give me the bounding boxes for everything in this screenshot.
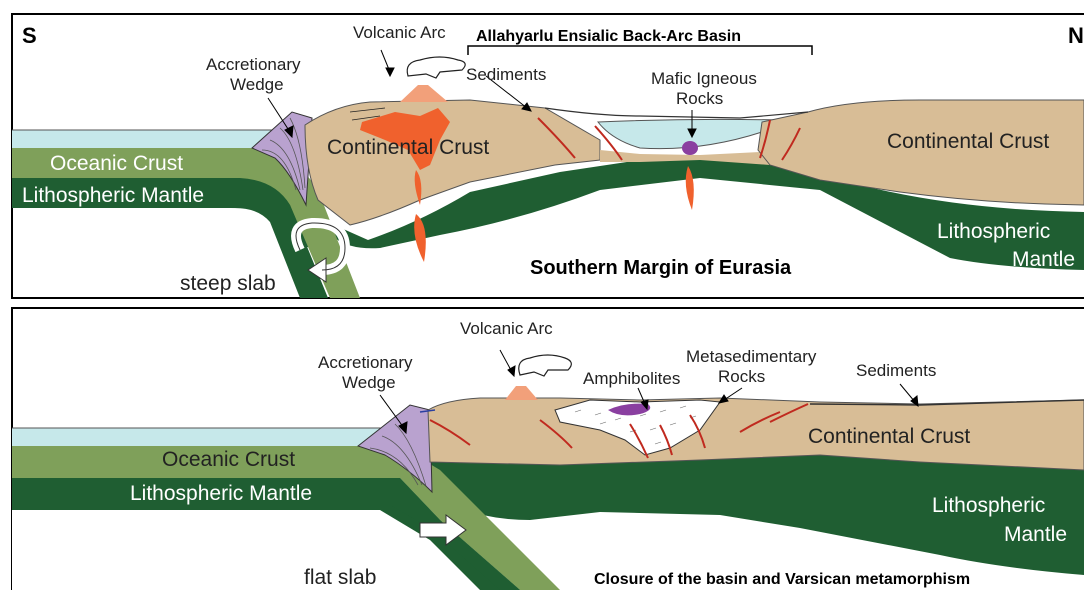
label-basin-title: Allahyarlu Ensialic Back-Arc Basin (476, 28, 741, 45)
label-sediments-bottom: Sediments (856, 361, 936, 380)
label-mafic-1: Mafic Igneous (651, 69, 757, 88)
label-mafic-2: Rocks (676, 89, 723, 108)
caption-bottom: Closure of the basin and Varsican metamo… (594, 571, 970, 588)
label-mantle-left-bottom: Lithospheric Mantle (130, 482, 312, 505)
label-volcanic-arc-bottom: Volcanic Arc (460, 319, 553, 338)
label-volcanic-arc-top: Volcanic Arc (353, 23, 446, 42)
label-accretionary-top-1: Accretionary (206, 55, 301, 74)
ocean-left-bottom (12, 428, 400, 446)
mafic-rocks-top (682, 141, 698, 155)
label-continental-crust-bottom: Continental Crust (808, 425, 970, 448)
label-mantle-right-top-2: Mantle (1012, 248, 1075, 271)
label-accretionary-bottom-2: Wedge (342, 373, 396, 392)
label-continental-crust-right: Continental Crust (887, 130, 1049, 153)
label-metased-2: Rocks (718, 367, 765, 386)
label-steep-slab: steep slab (180, 272, 276, 295)
label-oceanic-crust-top: Oceanic Crust (50, 152, 183, 175)
label-metased-1: Metasedimentary (686, 347, 817, 366)
caption-top: Southern Margin of Eurasia (530, 257, 792, 279)
label-accretionary-bottom-1: Accretionary (318, 353, 413, 372)
panel-top: S N Volcanic Arc Allahyarlu Ensialic Bac… (12, 14, 1084, 298)
label-amphibolites: Amphibolites (583, 369, 680, 388)
label-accretionary-top-2: Wedge (230, 75, 284, 94)
label-mantle-right-top-1: Lithospheric (937, 220, 1050, 243)
label-sediments-top: Sediments (466, 65, 546, 84)
label-mantle-left-top: Lithospheric Mantle (22, 184, 204, 207)
direction-s: S (22, 23, 37, 48)
direction-n: N (1068, 23, 1084, 48)
panel-bottom: Volcanic Arc Accretionary Wedge Amphibol… (12, 308, 1084, 590)
label-oceanic-crust-bottom: Oceanic Crust (162, 448, 295, 471)
label-mantle-right-bottom-2: Mantle (1004, 523, 1067, 546)
label-mantle-right-bottom-1: Lithospheric (932, 494, 1045, 517)
label-flat-slab: flat slab (304, 566, 376, 589)
label-continental-crust-left: Continental Crust (327, 136, 489, 159)
